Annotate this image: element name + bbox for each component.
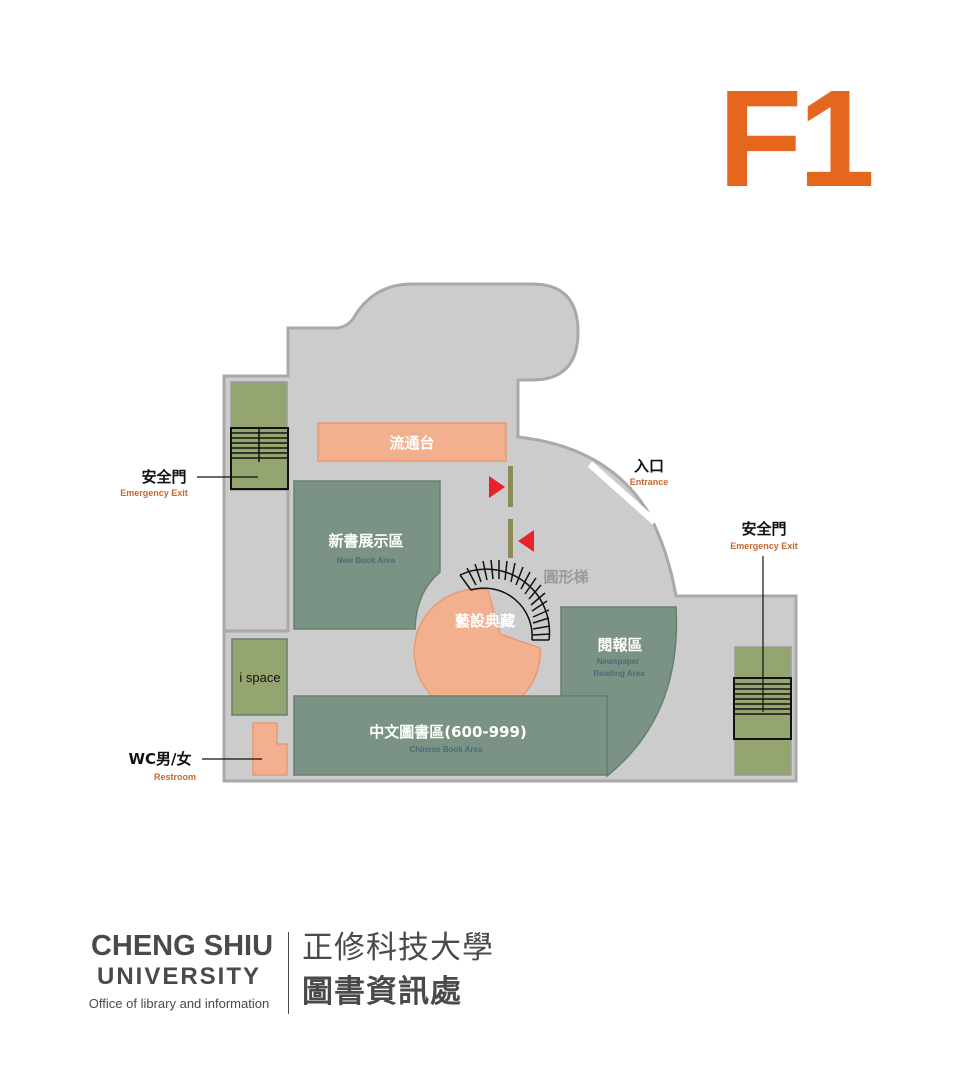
art-collection-area xyxy=(413,588,541,716)
arrow-in-icon xyxy=(489,476,505,498)
exit-left-en: Emergency Exit xyxy=(120,488,188,498)
entrance-gap xyxy=(587,461,658,525)
art-collection-label: 藝設典藏 xyxy=(455,612,515,630)
entrance-label: 入口 xyxy=(634,457,664,475)
entrance-en: Entrance xyxy=(630,477,669,487)
chinese-book-area xyxy=(293,695,608,776)
restroom-label: WC男/女 xyxy=(128,750,191,768)
chinese-book-area-label: 中文圖書區(600-999) xyxy=(369,723,527,741)
floor-label: F1 xyxy=(718,62,875,216)
logo-zh-line2: 圖書資訊處 xyxy=(302,974,462,1010)
newspaper-area-en1: Newspaper xyxy=(597,657,640,666)
logo-divider xyxy=(288,932,289,1014)
stair-left-steps xyxy=(230,427,289,490)
newspaper-area-en2: Reading Area xyxy=(593,669,645,678)
entrance-gate-bottom xyxy=(508,519,513,558)
circulation-desk-label: 流通台 xyxy=(389,434,434,452)
newspaper-area-label: 閱報區 xyxy=(597,636,642,654)
circulation-desk xyxy=(317,422,507,462)
logo-en-line3: Office of library and information xyxy=(88,996,270,1011)
logo-en-line2: UNIVERSITY xyxy=(96,963,262,990)
chinese-book-area-en: Chinese Book Area xyxy=(409,745,483,754)
new-book-area-label: 新書展示區 xyxy=(328,532,403,550)
logo-en-line1: CHENG SHIU xyxy=(90,930,274,962)
arrow-out-icon xyxy=(518,530,534,552)
restroom-en: Restroom xyxy=(154,772,196,782)
spiral-stairs xyxy=(459,559,551,641)
ispace-area xyxy=(231,638,288,716)
restroom-area xyxy=(252,722,288,776)
logo-zh-line1: 正修科技大學 xyxy=(302,930,494,966)
new-book-area-en: New Book Area xyxy=(337,556,396,565)
entrance-gate-top xyxy=(508,466,513,507)
exit-right-label: 安全門 xyxy=(741,520,786,538)
spiral-stairs-label: 圓形梯 xyxy=(543,568,588,586)
newspaper-area xyxy=(560,606,678,778)
exit-right-en: Emergency Exit xyxy=(730,541,798,551)
inner-wall xyxy=(224,490,290,633)
ispace-label: i space xyxy=(239,670,280,685)
exit-left-label: 安全門 xyxy=(141,468,186,486)
new-book-area xyxy=(293,480,441,630)
